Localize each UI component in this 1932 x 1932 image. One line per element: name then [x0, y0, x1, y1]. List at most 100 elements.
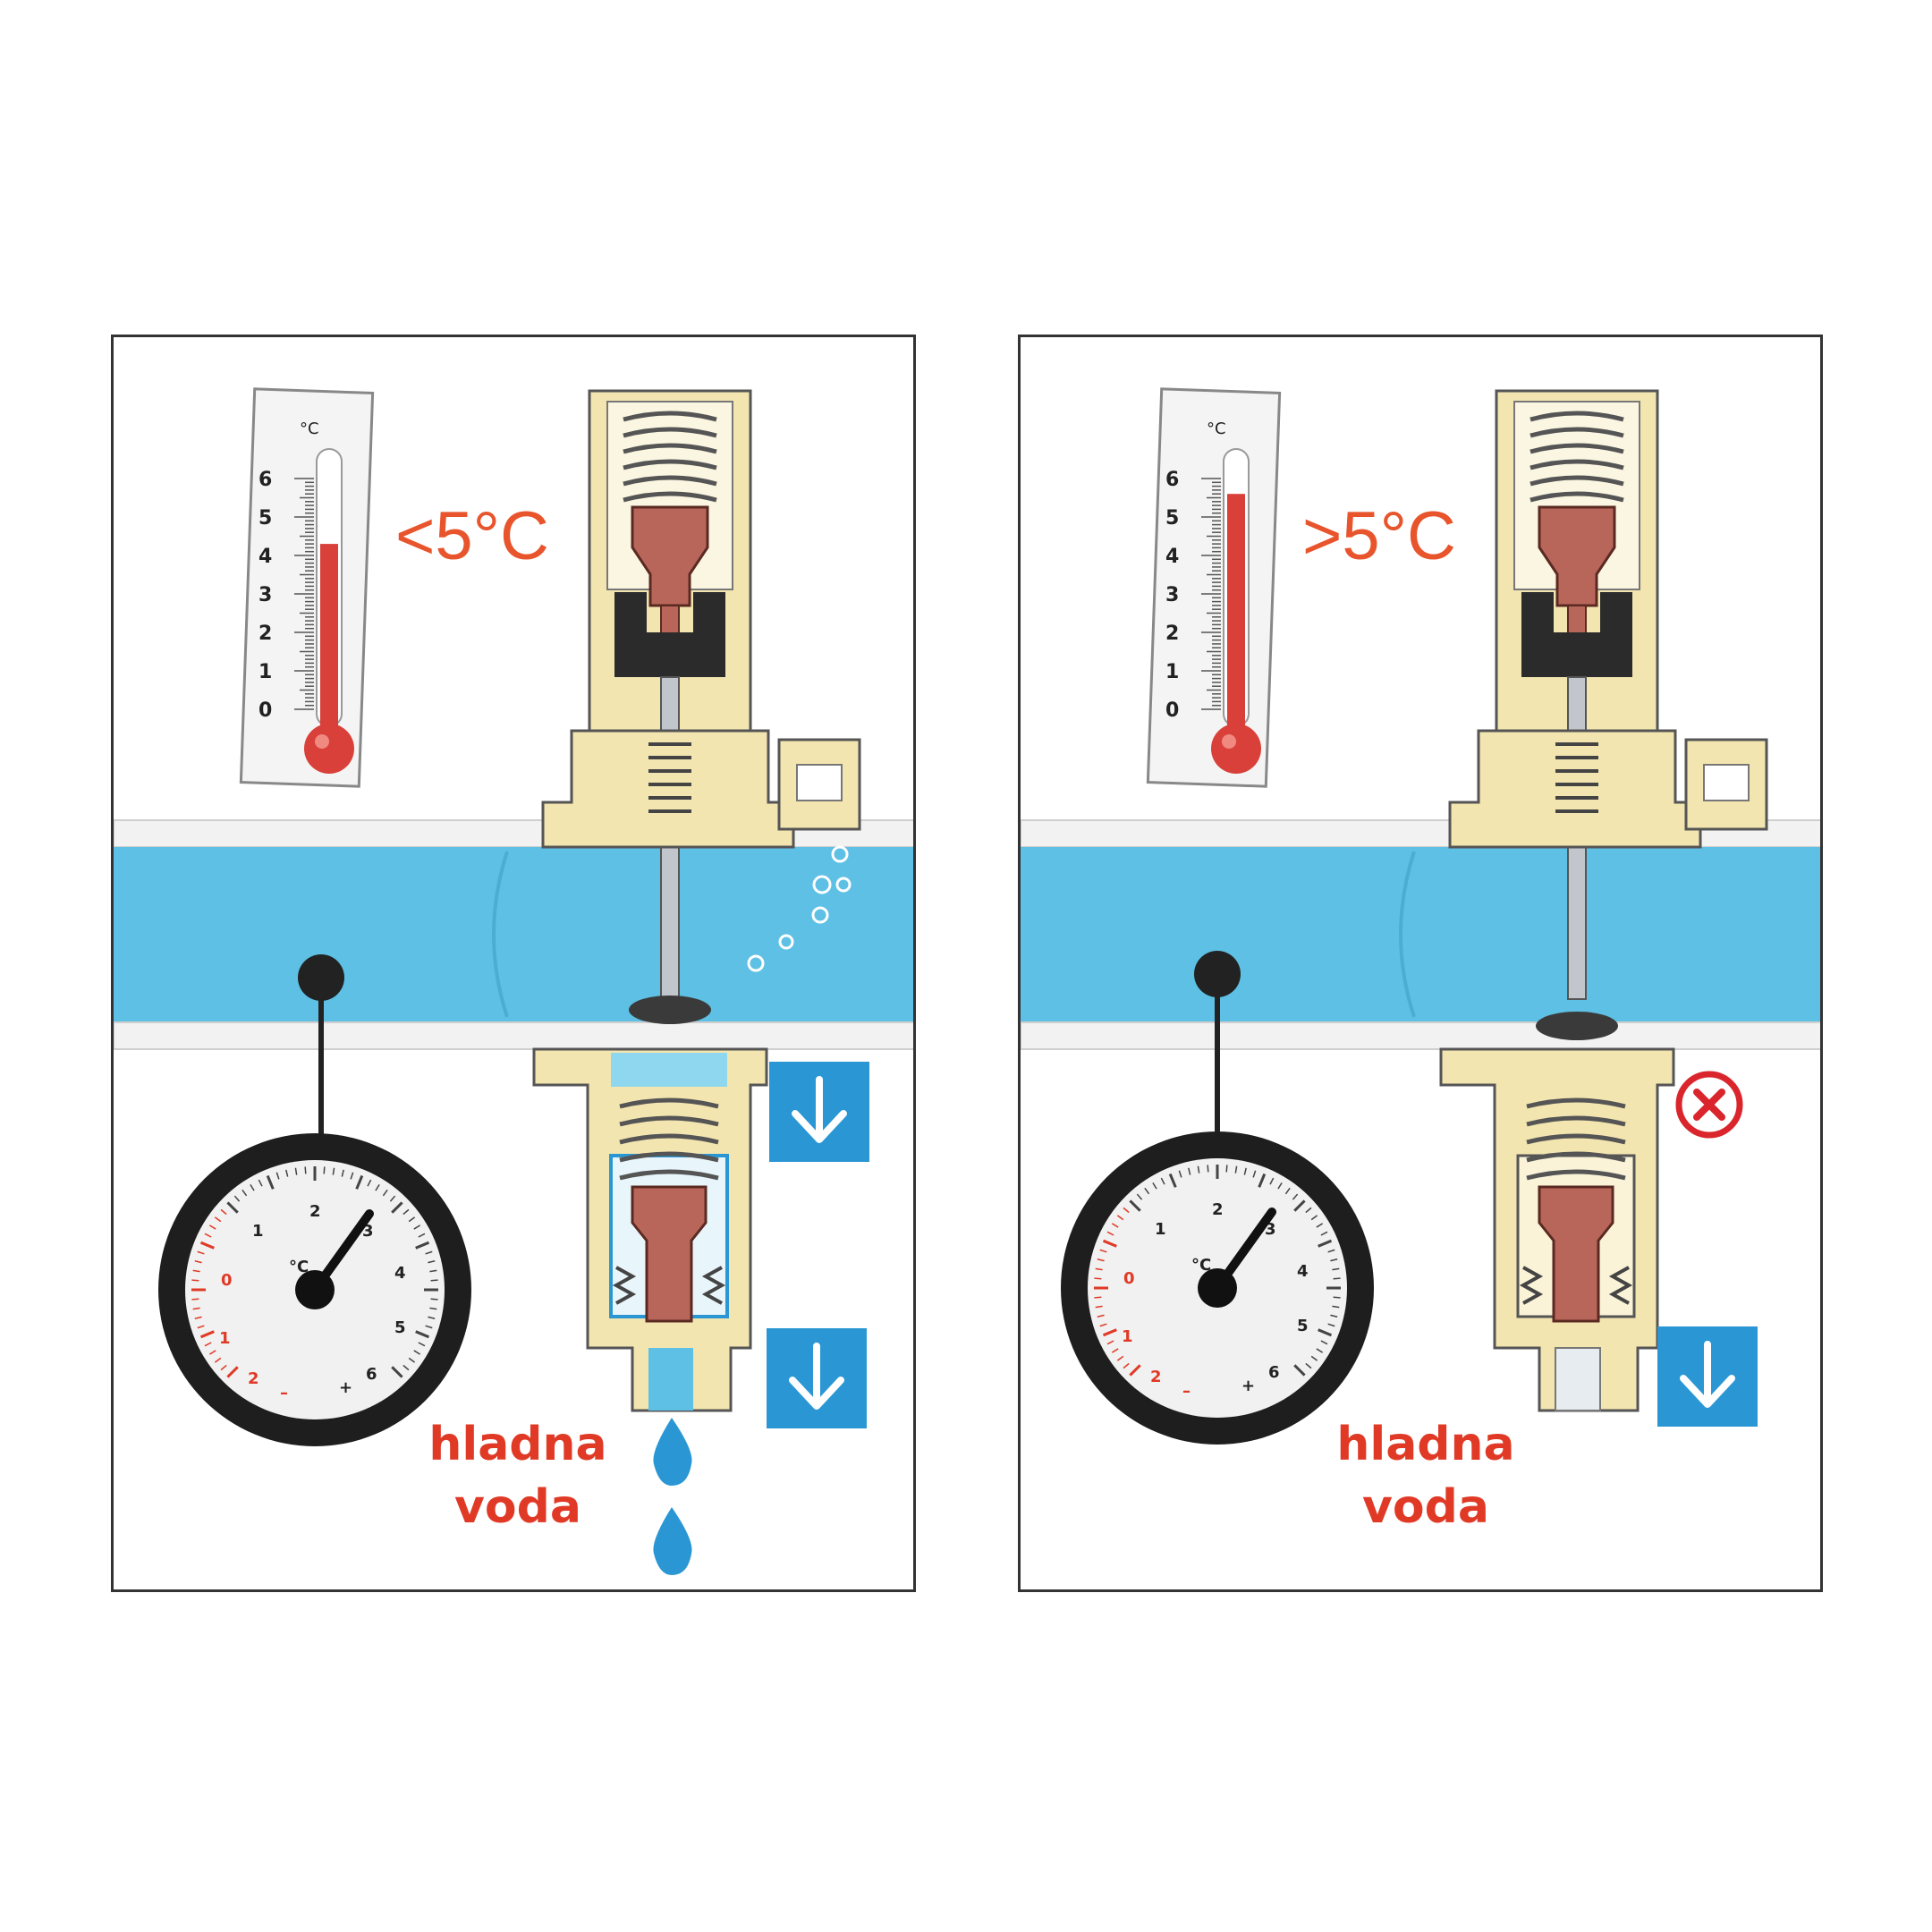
gauge-tick: [220, 1364, 227, 1371]
gauge-tick: [413, 1350, 421, 1355]
gauge-tick: [1116, 1355, 1124, 1361]
gauge-tick: [425, 1325, 433, 1329]
gauge-tick: [194, 1260, 202, 1264]
svg-text:2: 2: [1212, 1200, 1224, 1219]
gauge-tick: [304, 1166, 307, 1174]
panel-below-5c: °C 6 5 4 3 2 1 0 <5°C: [111, 335, 916, 1592]
svg-text:2: 2: [1165, 623, 1179, 645]
gauge-tick: [1123, 1207, 1130, 1214]
svg-text:2: 2: [1150, 1368, 1162, 1386]
gauge-tick: [1293, 1364, 1306, 1377]
temperature-label: <5°C: [395, 498, 549, 574]
gauge-tick: [1094, 1277, 1102, 1280]
gauge-tick: [197, 1250, 205, 1255]
gauge-unit: °C: [1191, 1256, 1211, 1275]
svg-text:–: –: [1182, 1382, 1191, 1401]
gauge-tick: [1327, 1323, 1335, 1327]
gauge-tick: [418, 1233, 426, 1238]
gauge-tick: [1129, 1364, 1141, 1377]
gauge-tick: [233, 1195, 241, 1202]
lower-valve-cartridge: [532, 1047, 768, 1412]
gauge-tick: [1188, 1167, 1191, 1175]
gauge-tick: [1168, 1173, 1177, 1188]
gauge-tick: [413, 1224, 421, 1230]
gauge-tick: [191, 1298, 199, 1301]
pipe: [1021, 819, 1820, 1050]
gauge-tick: [332, 1167, 335, 1175]
gauge-tick: [1152, 1182, 1157, 1190]
gauge-tick: [1197, 1165, 1200, 1174]
arrow-down-icon: [769, 1062, 869, 1162]
svg-text:6: 6: [1268, 1363, 1280, 1382]
gauge-tick: [425, 1250, 433, 1255]
gauge-tick: [214, 1357, 222, 1363]
therm-label-6: 6: [258, 469, 272, 491]
therm-label-0: 0: [258, 699, 272, 722]
gauge-tick: [1305, 1362, 1312, 1369]
gauge-unit: °C: [289, 1258, 309, 1276]
therm-label-3: 3: [258, 584, 272, 606]
thermometer-bulb: [1211, 724, 1261, 774]
svg-text:3: 3: [1165, 584, 1179, 606]
gauge-tick: [1310, 1215, 1318, 1221]
gauge-tick: [391, 1366, 403, 1378]
gauge-tick: [250, 1183, 255, 1191]
sensor-wire: [1215, 974, 1220, 1144]
gauge-tick: [1225, 1165, 1228, 1173]
valve-diagram-closed: °C 6 5 4 3 2 1 0 >5°C: [1021, 387, 1820, 1445]
therm-label-4: 4: [258, 546, 272, 568]
gauge-tick: [1136, 1193, 1143, 1200]
gauge-tick: [1318, 1239, 1333, 1248]
gauge-tick: [1102, 1328, 1117, 1337]
gauge-tick: [1293, 1199, 1306, 1212]
gauge-tick: [1106, 1231, 1114, 1236]
air-bubbles: [747, 845, 852, 972]
gauge-tick: [1099, 1323, 1107, 1327]
gauge-tick: [208, 1224, 216, 1230]
gauge-tick: [367, 1179, 372, 1187]
thermometer-bulb: [304, 724, 354, 774]
gauge-tick: [415, 1241, 430, 1250]
close-circle-icon: [1675, 1071, 1743, 1139]
gauge-tick: [323, 1166, 326, 1174]
label-cold-water-line2: voda: [1362, 1480, 1489, 1534]
upper-valve-cartridge: [541, 389, 861, 1024]
gauge-tick: [341, 1169, 344, 1177]
gauge-tick: [1178, 1170, 1182, 1178]
gauge-tick: [1316, 1348, 1324, 1353]
svg-text:1: 1: [1165, 661, 1179, 683]
svg-text:1: 1: [252, 1222, 264, 1241]
valve-diagram-open: °C 6 5 4 3 2 1 0 <5°C: [114, 387, 913, 1575]
gauge-tick: [429, 1307, 437, 1310]
svg-text:5: 5: [394, 1318, 406, 1337]
sensor-wire: [318, 978, 324, 1148]
gauge-tick: [382, 1189, 388, 1197]
svg-text:2: 2: [309, 1202, 321, 1221]
gauge-tick: [275, 1172, 280, 1180]
svg-text:2: 2: [248, 1369, 259, 1388]
svg-text:0: 0: [1165, 699, 1179, 722]
gauge-tick: [1284, 1187, 1291, 1195]
gauge-tick: [1106, 1340, 1114, 1345]
gauge-tick: [1252, 1170, 1257, 1178]
gauge-tick: [428, 1260, 436, 1264]
label-cold-water-line1: hladna: [428, 1418, 607, 1471]
gauge-tick: [375, 1183, 380, 1191]
gauge-tick: [1258, 1173, 1267, 1188]
lower-valve-cartridge: [1439, 1047, 1675, 1412]
gauge-tick: [402, 1208, 410, 1216]
gauge-tick: [430, 1279, 438, 1282]
gauge-tick: [204, 1233, 212, 1238]
temperature-label: >5°C: [1302, 498, 1456, 574]
gauge-tick: [294, 1167, 298, 1175]
gauge-tick: [1269, 1177, 1275, 1185]
gauge-tick: [1116, 1215, 1124, 1221]
gauge-tick: [208, 1350, 216, 1355]
svg-text:4: 4: [394, 1264, 406, 1283]
panel-above-5c: °C 6 5 4 3 2 1 0 >5°C: [1018, 335, 1823, 1592]
gauge-tick: [199, 1330, 215, 1339]
dial-gauge: 2 1 0 1 2 3 4 5 6 – + °C: [1061, 1131, 1374, 1445]
gauge-tick: [408, 1357, 416, 1363]
thermometer: °C 6 5 4 3 2 1 0: [1146, 387, 1282, 788]
svg-text:5: 5: [1297, 1317, 1309, 1335]
